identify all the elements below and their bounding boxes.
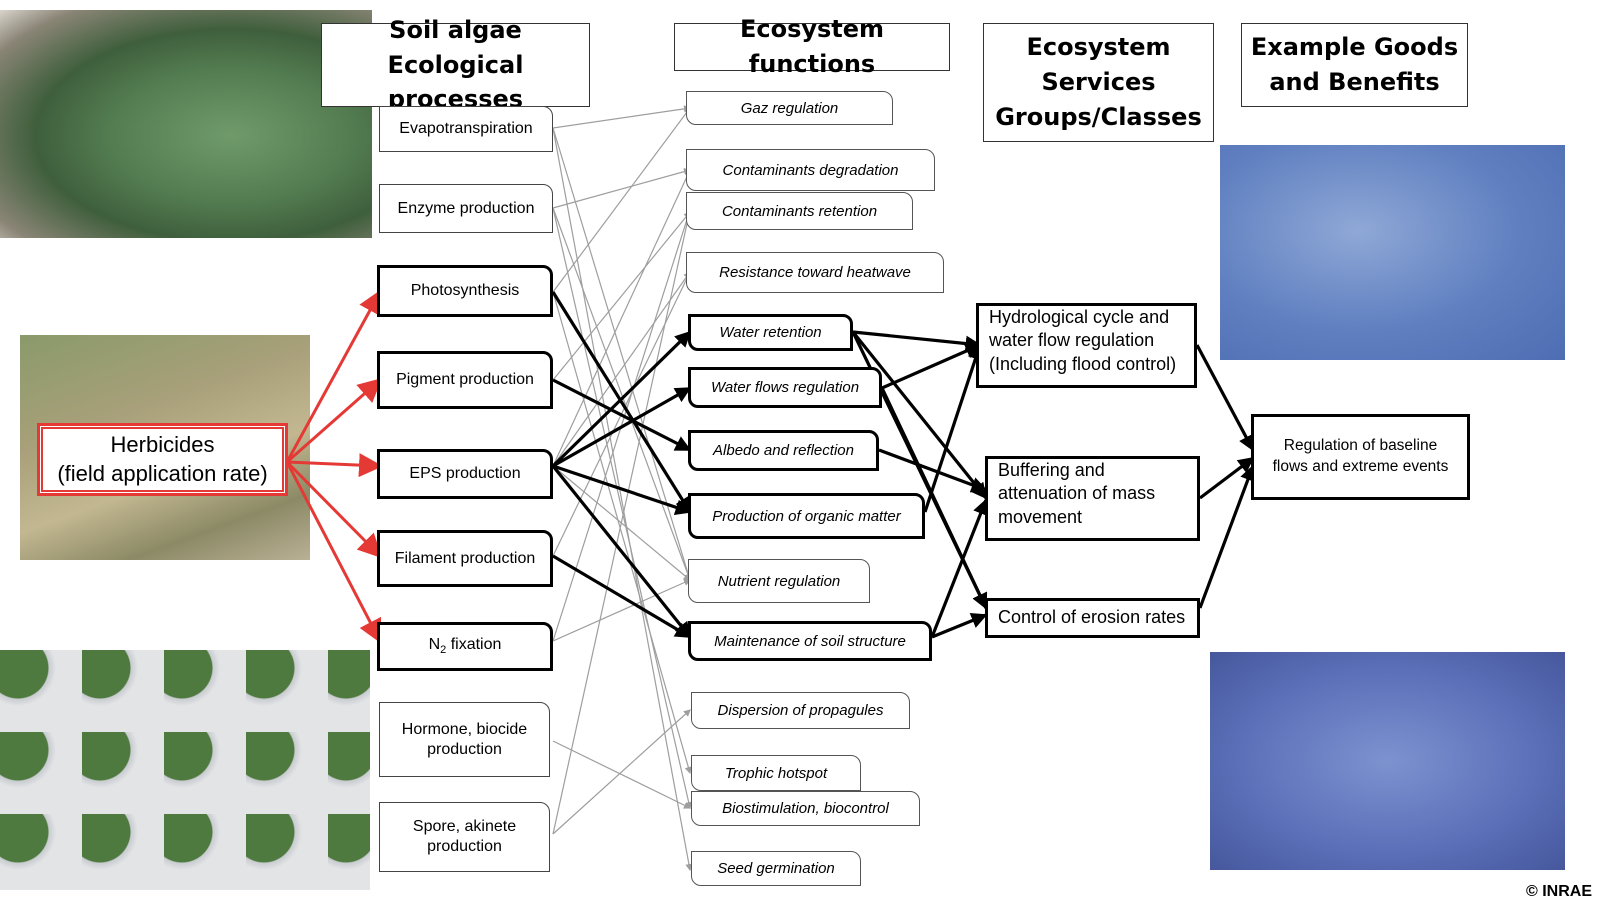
- copyright-notice: © INRAE: [1525, 883, 1592, 900]
- function-organic-label: Production of organic matter: [712, 507, 901, 525]
- header-services: Ecosystem Services Groups/Classes: [983, 23, 1214, 142]
- herbicides-box: Herbicides (field application rate): [37, 423, 288, 496]
- benefit-baseline-flows: Regulation of baseline flows and extreme…: [1251, 414, 1470, 500]
- soil-algae-crust-photo: [0, 10, 372, 238]
- function-water-ret-label: Water retention: [719, 324, 822, 341]
- herbicides-title: Herbicides: [110, 431, 215, 457]
- benefit-line1: Regulation of baseline: [1283, 437, 1438, 455]
- function-water-flows-regulation: Water flows regulation: [688, 367, 882, 408]
- function-biostim-label: Biostimulation, biocontrol: [722, 800, 889, 817]
- header-benefits-line1: Example Goods: [1250, 33, 1459, 62]
- function-nutrient-label: Nutrient regulation: [717, 572, 841, 590]
- service-erosion-control: Control of erosion rates: [985, 598, 1200, 638]
- header-services-line1: Ecosystem: [1026, 33, 1171, 62]
- function-cont-deg-label: Contaminants degradation: [722, 161, 899, 179]
- n2-suffix: fixation: [446, 636, 502, 654]
- process-hormone-line1: Hormone, biocide: [401, 720, 528, 738]
- function-seed-germination: Seed germination: [691, 851, 861, 886]
- header-services-line3: Groups/Classes: [995, 102, 1202, 131]
- function-water-retention: Water retention: [688, 314, 853, 351]
- function-contaminants-degradation: Contaminants degradation: [686, 149, 935, 191]
- n2-prefix: N: [428, 636, 441, 654]
- header-benefits-line2: and Benefits: [1269, 68, 1440, 96]
- function-propagule-dispersion: Dispersion of propagules: [691, 692, 910, 729]
- header-functions-label: Ecosystem functions: [739, 15, 885, 78]
- process-evapotranspiration-label: Evapotranspiration: [399, 120, 533, 137]
- function-heatwave-label: Resistance toward heatwave: [719, 264, 911, 281]
- function-albedo-reflection: Albedo and reflection: [688, 430, 879, 471]
- function-gaz-label: Gaz regulation: [740, 99, 839, 117]
- function-trophic-hotspot: Trophic hotspot: [691, 755, 861, 791]
- herbicides-subtitle: (field application rate): [57, 460, 268, 486]
- function-soil-struct-label: Maintenance of soil structure: [714, 632, 906, 650]
- process-enzyme-production: Enzyme production: [379, 184, 553, 233]
- function-seed-label: Seed germination: [717, 860, 835, 877]
- service-buffering-line1: Buffering and: [998, 460, 1105, 480]
- function-contaminants-retention: Contaminants retention: [686, 192, 913, 230]
- process-filament-label: Filament production: [394, 549, 536, 567]
- herbicide-arrows: [285, 289, 383, 644]
- diatom-microscope-photo: [1210, 652, 1565, 870]
- service-hydrological-cycle: Hydrological cycle and water flow regula…: [976, 303, 1197, 388]
- algae-wells-plate-photo: [0, 650, 370, 890]
- function-soil-structure-maintenance: Maintenance of soil structure: [688, 621, 932, 661]
- function-water-flows-label: Water flows regulation: [710, 379, 860, 396]
- process-spore-line1: Spore, akinete: [412, 818, 517, 835]
- function-gaz-regulation: Gaz regulation: [686, 91, 893, 125]
- process-hormone-line2: production: [427, 740, 502, 758]
- process-hormone-biocide: Hormone, biocide production: [379, 702, 550, 777]
- process-filament-production: Filament production: [377, 530, 553, 587]
- n2-subscript: 2: [440, 644, 447, 657]
- function-organic-matter-production: Production of organic matter: [688, 493, 925, 539]
- header-processes: Soil algae Ecological processes: [321, 16, 590, 113]
- service-buffering-line2: attenuation of mass: [998, 483, 1156, 504]
- function-albedo-label: Albedo and reflection: [713, 442, 854, 459]
- cyanobacteria-microscope-photo: [1220, 145, 1565, 360]
- process-photosynthesis-label: Photosynthesis: [410, 282, 520, 299]
- service-hydro-line1: Hydrological cycle and: [989, 307, 1170, 327]
- process-eps-production: EPS production: [377, 449, 553, 499]
- service-buffering-mass-movement: Buffering and attenuation of mass moveme…: [985, 456, 1200, 541]
- benefit-line2: flows and extreme events: [1272, 458, 1449, 475]
- process-evapotranspiration: Evapotranspiration: [379, 106, 553, 152]
- function-trophic-label: Trophic hotspot: [724, 764, 828, 782]
- header-functions: Ecosystem functions: [674, 15, 950, 78]
- process-spore-akinete: Spore, akinete production: [379, 802, 550, 872]
- header-benefits: Example Goods and Benefits: [1241, 23, 1468, 107]
- process-photosynthesis: Photosynthesis: [377, 265, 553, 317]
- function-dispersion-label: Dispersion of propagules: [717, 702, 884, 719]
- function-biostimulation-biocontrol: Biostimulation, biocontrol: [691, 791, 920, 826]
- strong-link-arrows: [551, 291, 1256, 639]
- process-spore-line2: production: [427, 838, 502, 855]
- function-heatwave-resistance: Resistance toward heatwave: [686, 252, 944, 293]
- service-hydro-line3: (Including flood control): [989, 353, 1177, 374]
- function-nutrient-regulation: Nutrient regulation: [688, 559, 870, 603]
- service-hydro-line2: water flow regulation: [989, 330, 1155, 351]
- process-n2-label: N2 fixation: [429, 636, 502, 656]
- process-eps-label: EPS production: [409, 465, 521, 482]
- process-n2-fixation: N2 fixation: [377, 622, 553, 671]
- process-pigment-production: Pigment production: [377, 351, 553, 409]
- service-erosion-label: Control of erosion rates: [998, 607, 1186, 628]
- process-enzyme-label: Enzyme production: [397, 199, 535, 217]
- service-buffering-line3: movement: [998, 506, 1083, 527]
- function-cont-ret-label: Contaminants retention: [721, 202, 878, 220]
- header-processes-line1: Soil algae: [389, 15, 522, 44]
- header-services-line2: Services: [1041, 68, 1156, 97]
- process-pigment-label: Pigment production: [396, 371, 534, 388]
